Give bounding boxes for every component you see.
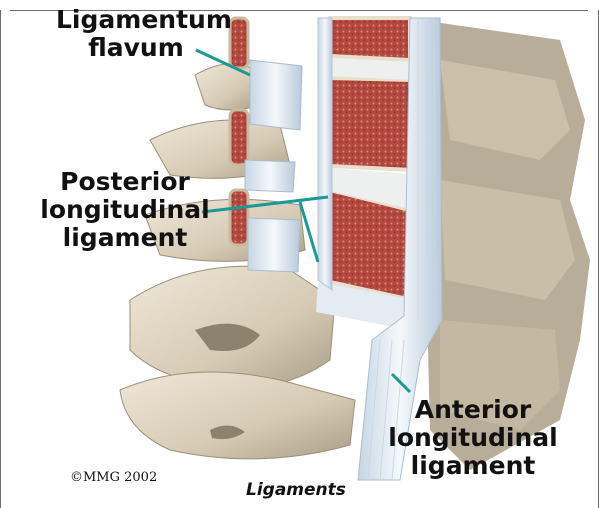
label-line: longitudinal [40, 196, 210, 224]
label-ligamentum-flavum: Ligamentum flavum [56, 6, 216, 62]
label-line: ligament [40, 224, 210, 252]
label-line: Posterior [40, 168, 210, 196]
posterior-longitudinal-ligament-band [318, 18, 332, 290]
label-anterior-longitudinal-ligament: Anterior longitudinal ligament [388, 396, 558, 480]
ligamentum-flavum-strips [245, 60, 302, 272]
copyright-notice: ©MMG 2002 [70, 470, 157, 485]
label-posterior-longitudinal-ligament: Posterior longitudinal ligament [40, 168, 210, 252]
laminae [230, 18, 248, 245]
figure-caption: Ligaments [246, 480, 346, 500]
label-line: Ligamentum [56, 6, 216, 34]
label-line: Anterior [388, 396, 558, 424]
label-line: flavum [56, 34, 216, 62]
label-line: ligament [388, 452, 558, 480]
label-line: longitudinal [388, 424, 558, 452]
